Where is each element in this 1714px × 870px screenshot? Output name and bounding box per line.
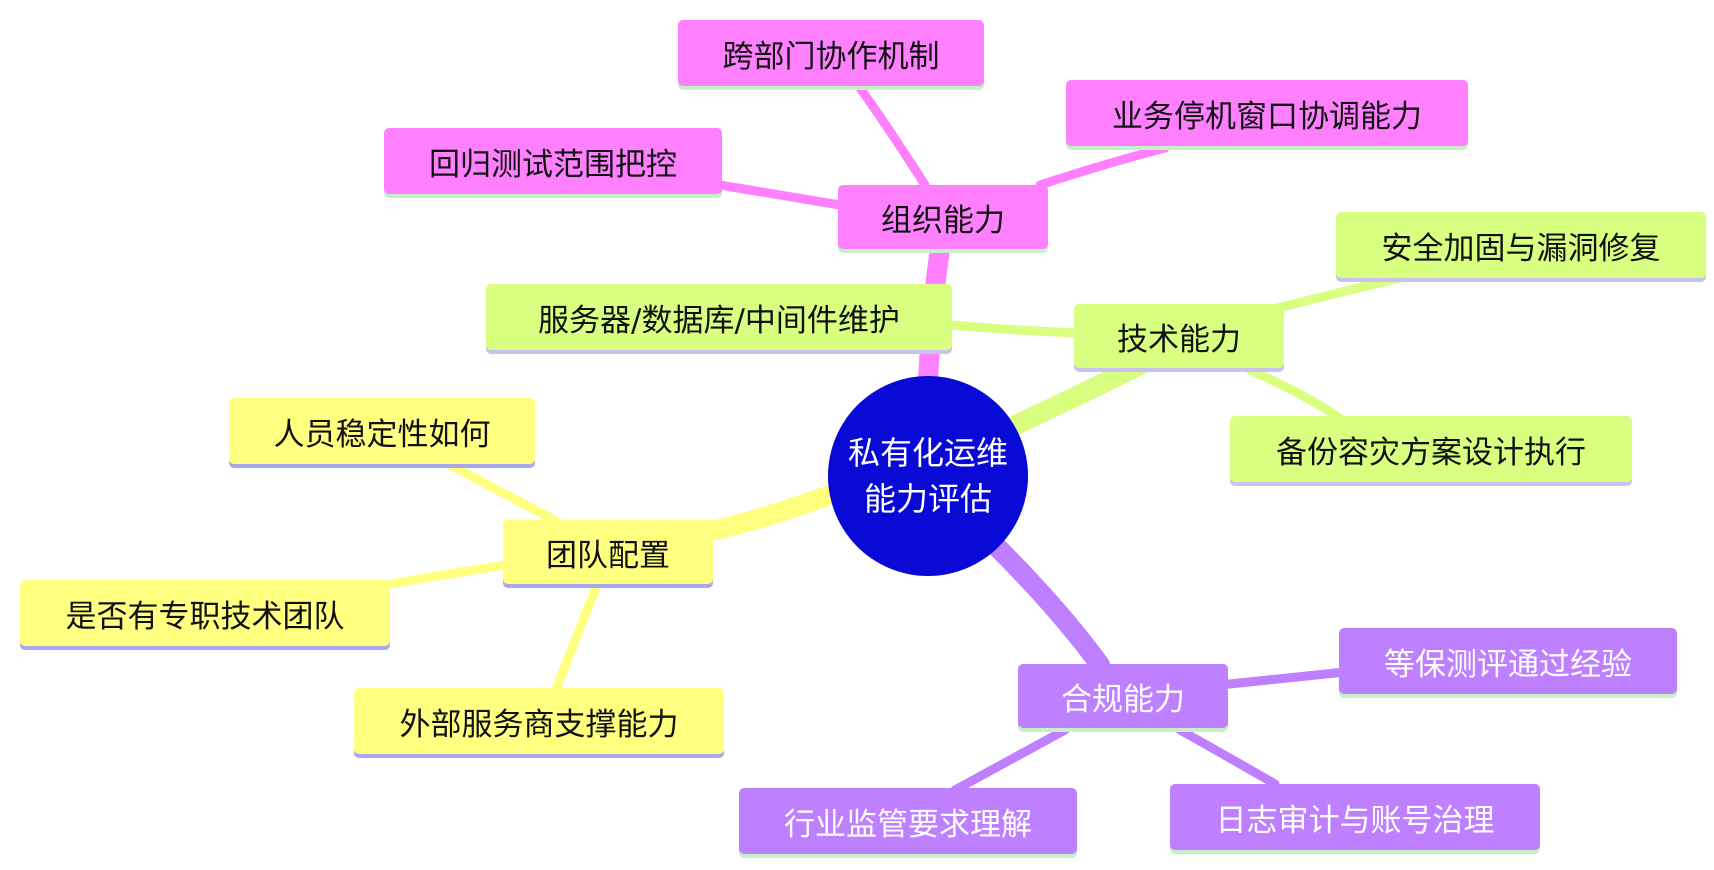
org-child-2: 业务停机窗口协调能力: [1066, 80, 1468, 146]
org-child-3: 回归测试范围把控: [384, 128, 722, 194]
compliance-child-1: 等保测评通过经验: [1339, 628, 1677, 694]
team-child-1: 人员稳定性如何: [229, 398, 535, 464]
compliance-child-2: 行业监管要求理解: [739, 788, 1077, 854]
link-tech-child-3: [1245, 365, 1345, 423]
branch-compliance: 合规能力: [1018, 664, 1228, 728]
central-topic-line-1: 私有化运维: [847, 434, 1008, 472]
tech-child-2: 安全加固与漏洞修复: [1336, 212, 1706, 278]
link-compliance-child-2: [950, 725, 1070, 795]
link-tech-child-1: [945, 320, 1080, 338]
link-org-child-3: [715, 180, 845, 210]
tech-child-3: 备份容灾方案设计执行: [1230, 416, 1632, 482]
link-team-child-1: [440, 457, 560, 525]
team-child-3: 外部服务商支撑能力: [354, 688, 724, 754]
branch-team: 团队配置: [503, 520, 713, 584]
link-compliance-child-1: [1215, 667, 1350, 690]
branch-org: 组织能力: [838, 185, 1048, 249]
branch-tech: 技术能力: [1074, 304, 1284, 368]
link-org-child-2: [1035, 143, 1170, 190]
central-topic: 私有化运维 能力评估: [828, 376, 1028, 576]
tech-child-1: 服务器/数据库/中间件维护: [486, 284, 952, 350]
link-team-child-2: [380, 560, 510, 590]
link-center-compliance: [985, 535, 1110, 675]
link-org-child-1: [855, 83, 930, 190]
link-team-child-3: [550, 585, 600, 697]
link-tech-child-2: [1265, 273, 1405, 315]
central-topic-line-2: 能力评估: [863, 480, 992, 518]
link-center-tech: [995, 355, 1150, 440]
team-child-2: 是否有专职技术团队: [20, 580, 390, 646]
compliance-child-3: 日志审计与账号治理: [1170, 784, 1540, 850]
link-center-team: [705, 485, 840, 540]
link-compliance-child-3: [1175, 725, 1280, 789]
org-child-1: 跨部门协作机制: [678, 20, 984, 86]
